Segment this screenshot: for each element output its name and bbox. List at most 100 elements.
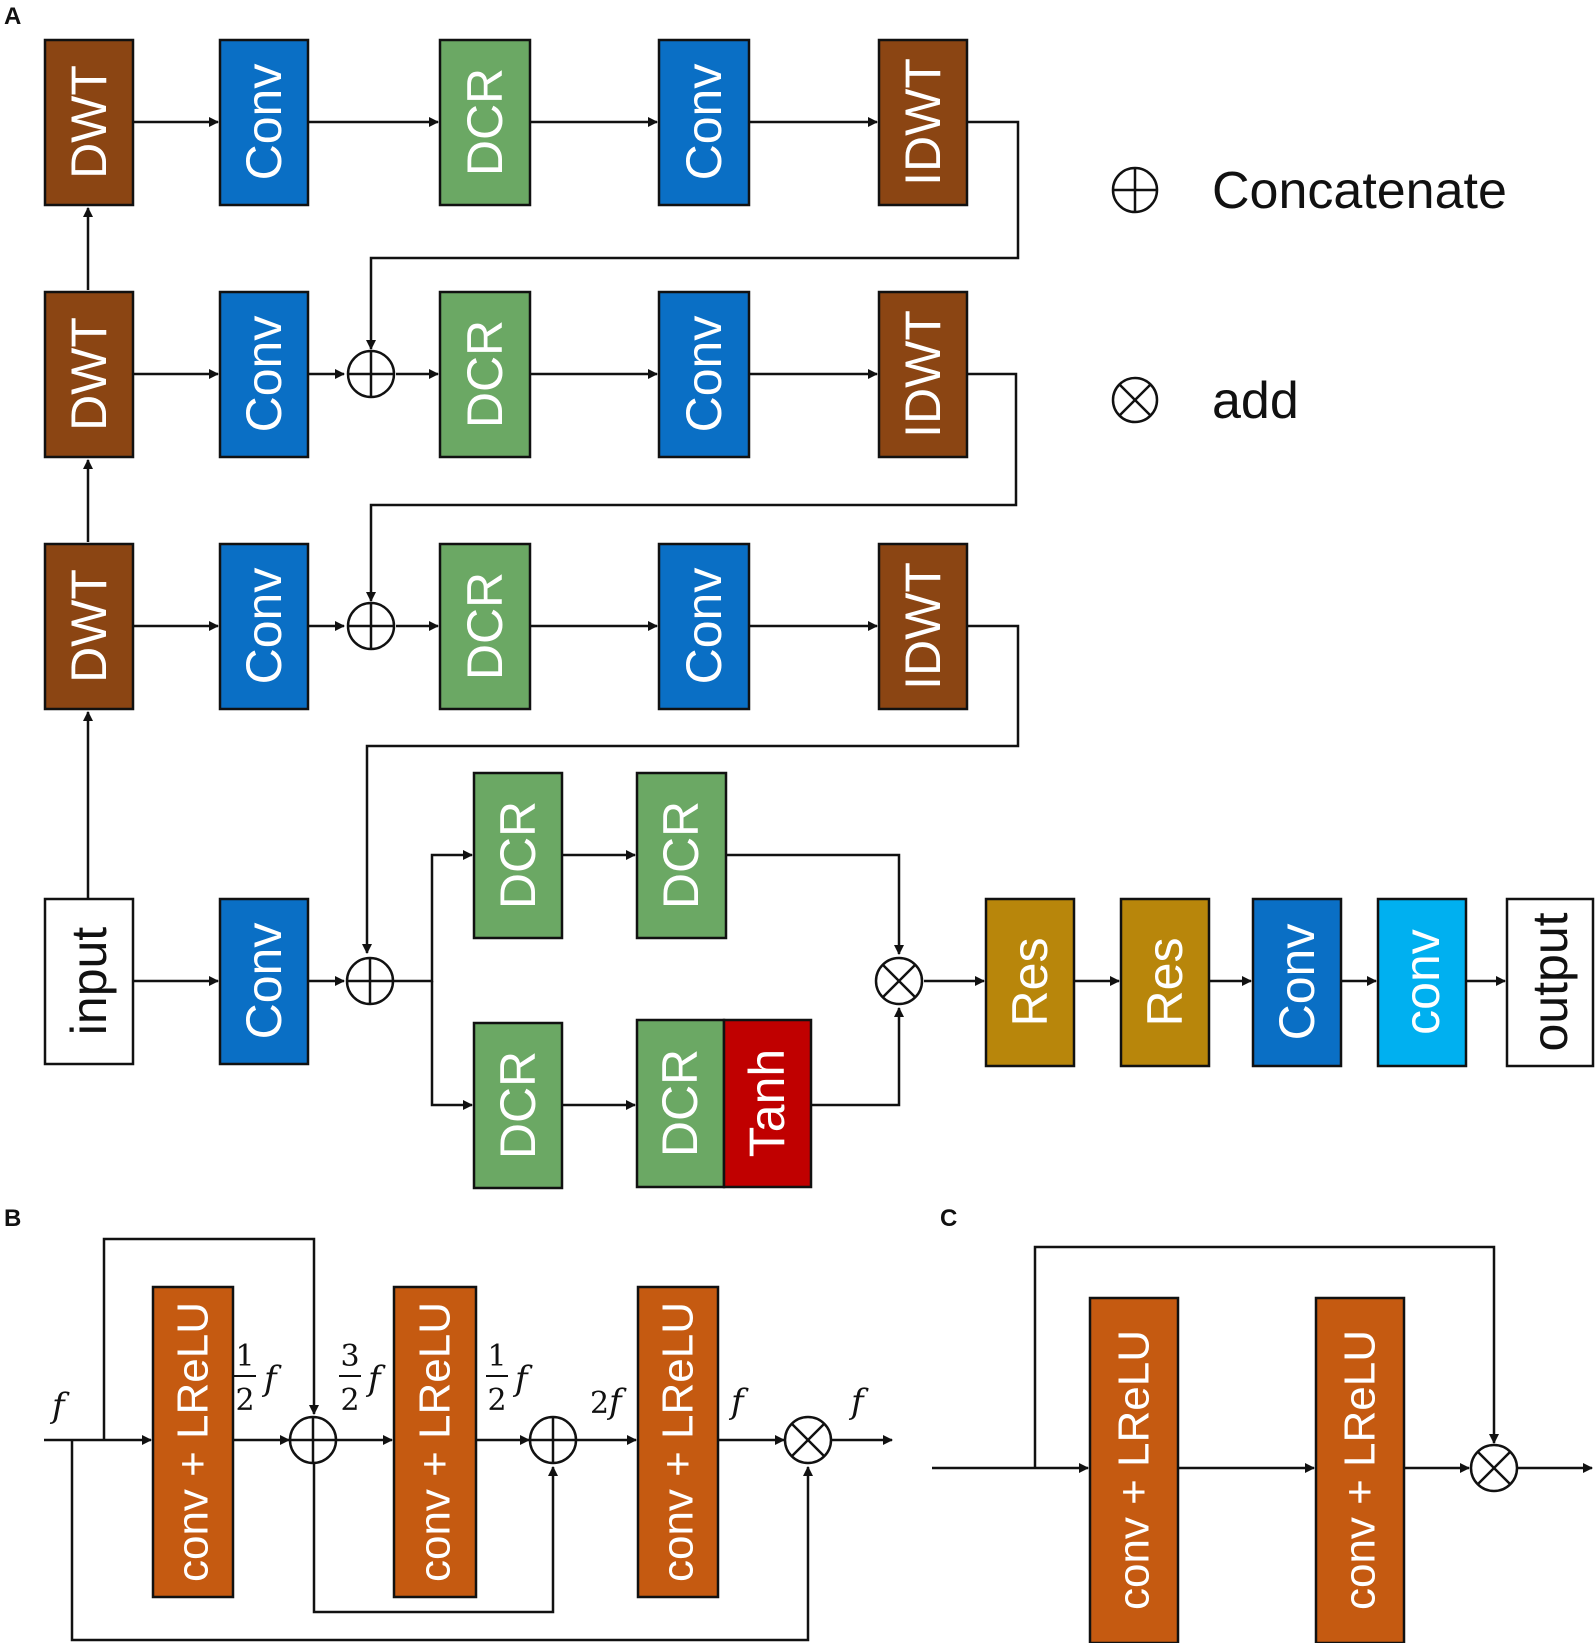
output-block: output [1505, 897, 1595, 1068]
b-half-f-1: f [261, 1359, 282, 1399]
row1-idwt-label: IDWT [895, 58, 951, 186]
tail-conv-light-label: conv [1394, 929, 1450, 1035]
tail-conv-label: Conv [1269, 924, 1325, 1041]
b-half-den-2: 2 [487, 1383, 506, 1418]
res2-label: Res [1137, 938, 1193, 1027]
res1-label: Res [1002, 938, 1058, 1027]
b-two-coef: 2 [590, 1386, 609, 1421]
row3-idwt-label: IDWT [895, 562, 951, 690]
b-input-f-label: f [49, 1386, 70, 1426]
b-three-half-f-label: 3 2 f [339, 1339, 386, 1418]
b-concat-icon-1 [288, 1415, 338, 1465]
row1-dwt-label: DWT [61, 65, 117, 179]
row1-conv2-label: Conv [676, 64, 732, 181]
row2-conv-block: Conv [218, 290, 310, 459]
b-block3-out-f-label: f [728, 1382, 749, 1422]
input-conv-block: Conv [218, 897, 310, 1066]
b-two-f: f [606, 1382, 627, 1422]
lower-dcr1-label: DCR [490, 1051, 546, 1159]
b-half-den-1: 2 [235, 1383, 254, 1418]
row2-conv2-block: Conv [657, 290, 751, 459]
diagram-a-wires [83, 117, 1506, 1110]
b-three-half-den: 2 [340, 1383, 359, 1418]
upper-dcr1-block: DCR [472, 771, 564, 940]
bottom-concat-icon [345, 956, 395, 1006]
row1-conv-label: Conv [236, 64, 292, 181]
b-block-3-label: conv + LReLU [654, 1302, 703, 1582]
row2-dcr-block: DCR [438, 290, 532, 459]
tanh-label: Tanh [739, 1049, 795, 1157]
row2-idwt-block: IDWT [877, 290, 969, 459]
row2-conv2-label: Conv [676, 316, 732, 433]
diagram-b-wires [44, 1237, 893, 1642]
input-conv-label: Conv [236, 923, 292, 1040]
b-half-f-label-2: 1 2 f [486, 1339, 533, 1418]
row3-conv-label: Conv [236, 568, 292, 685]
b-three-half-num: 3 [340, 1339, 359, 1374]
row3-dwt-block: DWT [43, 542, 135, 711]
b-half-f-2: f [512, 1359, 533, 1399]
upper-dcr2-label: DCR [653, 801, 709, 909]
lower-dcr2-label: DCR [652, 1049, 708, 1157]
c-block-1: conv + LReLU [1088, 1296, 1180, 1643]
c-add-icon [1469, 1443, 1519, 1493]
b-block-3: conv + LReLU [636, 1285, 720, 1599]
c-block-2: conv + LReLU [1314, 1296, 1406, 1643]
concatenate-legend-icon [1111, 166, 1159, 214]
b-three-half-f: f [365, 1359, 386, 1399]
row3-concat-icon [346, 601, 396, 651]
panel-label-a: A [4, 3, 21, 30]
c-block-2-label: conv + LReLU [1336, 1330, 1385, 1610]
diagram-c-wires [932, 1245, 1593, 1473]
row3-dwt-label: DWT [61, 569, 117, 683]
legend: Concatenate add [1111, 162, 1507, 430]
row3-dcr-block: DCR [438, 542, 532, 711]
tanh-block: Tanh [722, 1018, 813, 1189]
row1-dcr-block: DCR [438, 38, 532, 207]
b-block-2: conv + LReLU [392, 1285, 478, 1599]
input-block: input [43, 897, 135, 1066]
row3-dcr-label: DCR [457, 572, 513, 680]
row2-dwt-block: DWT [43, 290, 135, 459]
b-half-f-label-1: 1 2 f [234, 1339, 282, 1418]
row3-idwt-block: IDWT [877, 542, 969, 711]
tail-conv-block: Conv [1251, 897, 1343, 1068]
b-half-num-2: 1 [487, 1339, 506, 1374]
upper-dcr1-label: DCR [490, 801, 546, 909]
row2-concat-icon [346, 349, 396, 399]
row2-dcr-label: DCR [457, 320, 513, 428]
row2-idwt-label: IDWT [895, 310, 951, 438]
panel-label-b: B [4, 1205, 21, 1232]
b-block-1-label: conv + LReLU [169, 1302, 218, 1582]
row1-conv2-block: Conv [657, 38, 751, 207]
res1-block: Res [984, 897, 1076, 1068]
row1-conv-block: Conv [218, 38, 310, 207]
b-concat-icon-2 [528, 1415, 578, 1465]
row1-dcr-label: DCR [457, 68, 513, 176]
row3-conv2-block: Conv [657, 542, 751, 711]
row1-dwt-block: DWT [43, 38, 135, 207]
merge-add-icon [874, 956, 924, 1006]
lower-dcr2-block: DCR [635, 1018, 726, 1189]
lower-dcr1-block: DCR [472, 1021, 564, 1190]
row3-conv-block: Conv [218, 542, 310, 711]
b-half-num-1: 1 [235, 1339, 254, 1374]
b-output-f-label: f [848, 1382, 869, 1422]
add-legend-label: add [1212, 372, 1299, 430]
c-block-1-label: conv + LReLU [1110, 1330, 1159, 1610]
row3-conv2-label: Conv [676, 568, 732, 685]
res2-block: Res [1119, 897, 1211, 1068]
panel-label-c: C [940, 1205, 957, 1232]
output-label: output [1522, 912, 1578, 1051]
upper-dcr2-block: DCR [635, 771, 728, 940]
b-two-f-label: 2 f [590, 1382, 627, 1422]
b-add-icon [783, 1415, 833, 1465]
concatenate-legend-label: Concatenate [1212, 162, 1507, 220]
b-block-2-label: conv + LReLU [411, 1302, 460, 1582]
input-label: input [61, 927, 117, 1036]
tail-conv-light-block: conv [1376, 897, 1468, 1068]
add-legend-icon [1111, 376, 1159, 424]
row2-conv-label: Conv [236, 316, 292, 433]
b-block-1: conv + LReLU [151, 1285, 235, 1599]
